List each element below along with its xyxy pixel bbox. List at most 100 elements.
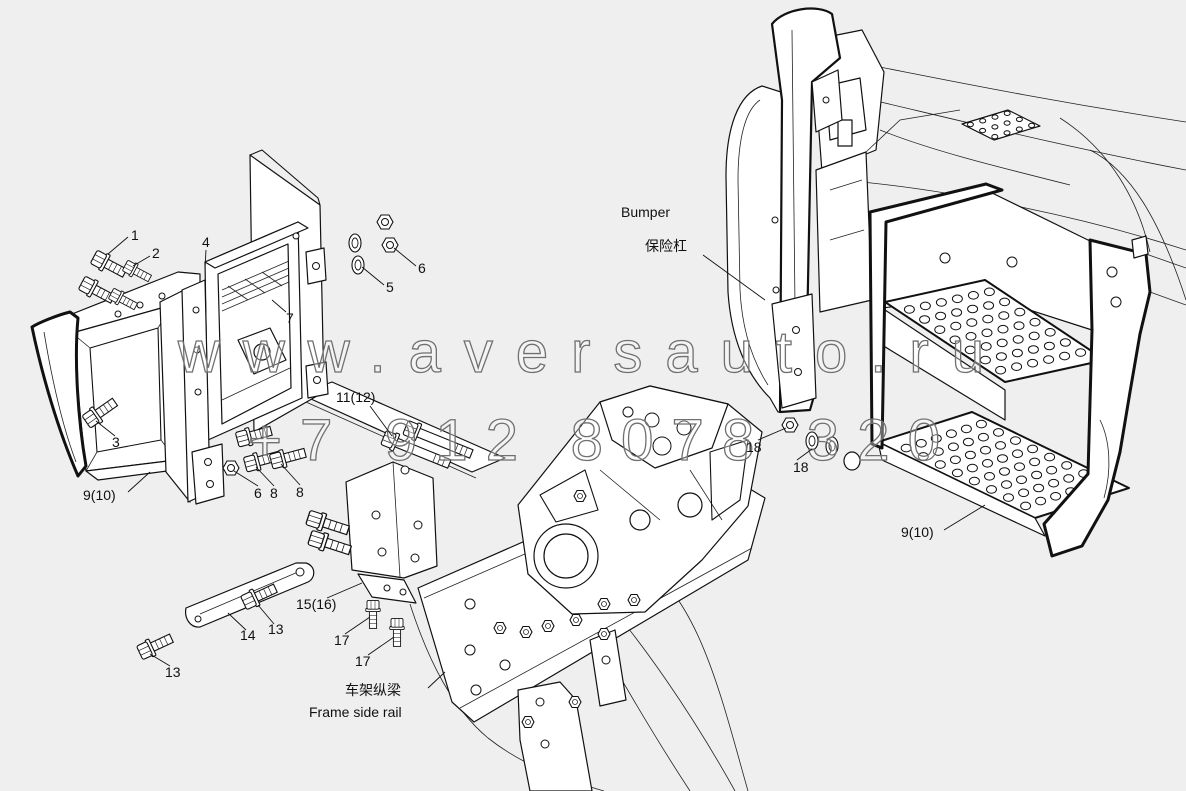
perforation-hole <box>919 315 931 324</box>
perforation-hole <box>903 305 915 314</box>
perforation-hole <box>950 321 962 331</box>
perforation-hole <box>1012 449 1023 459</box>
perforation-hole <box>951 294 963 304</box>
perforation-hole <box>1003 493 1014 502</box>
frame-rail-label-cn: 车架纵梁 <box>345 682 401 698</box>
tread-holes <box>900 287 1107 511</box>
perforation-hole <box>1031 470 1043 480</box>
perforation-hole <box>1015 116 1023 123</box>
perforation-hole <box>1003 120 1011 126</box>
perforation-hole <box>949 455 961 465</box>
perforation-hole <box>1048 478 1060 488</box>
callout-5: 5 <box>386 279 394 295</box>
cap <box>843 451 861 471</box>
perforation-hole <box>1059 338 1071 347</box>
perforation-hole <box>965 332 977 341</box>
perforation-hole <box>1012 335 1024 344</box>
perforation-hole <box>997 454 1008 463</box>
perforation-hole <box>979 355 991 365</box>
perforation-hole <box>1028 122 1036 129</box>
washer <box>348 233 362 253</box>
perforation-hole <box>915 439 927 448</box>
perforation-hole <box>1011 362 1023 372</box>
perforation-hole <box>1027 444 1039 454</box>
callout-4: 4 <box>202 234 210 250</box>
bumper-lower-bracket <box>771 293 817 409</box>
perforation-hole <box>1027 358 1039 368</box>
perforation-hole <box>1003 110 1011 117</box>
perforation-hole <box>947 442 959 452</box>
perforation-hole <box>981 328 993 338</box>
perforation-hole <box>998 311 1010 320</box>
perforation-hole <box>945 429 957 439</box>
perforation-hole <box>1043 341 1055 351</box>
frame-bolt-head <box>568 695 582 709</box>
callout-1: 1 <box>131 227 139 243</box>
perforation-hole <box>934 325 946 335</box>
left-bracket-strut <box>181 279 225 505</box>
callout-9-10-right: 9(10) <box>901 524 934 540</box>
right-step-front-frame <box>868 182 1004 450</box>
callout-18-a: 18 <box>746 439 762 455</box>
perforation-hole <box>986 485 997 494</box>
bumper-label-cn: 保险杠 <box>645 238 687 254</box>
perforation-hole <box>982 314 994 324</box>
left-step-side-flange <box>159 289 191 503</box>
frame-rail-label: Frame side rail <box>309 704 402 720</box>
perforation-hole <box>999 297 1011 307</box>
plate-holes <box>966 110 1036 140</box>
frame-bolt-head <box>597 627 611 641</box>
perforation-hole <box>919 301 931 311</box>
perforation-hole <box>975 419 987 429</box>
frame-side-rail <box>409 385 766 791</box>
perforation-hole <box>966 318 978 327</box>
perforation-hole <box>999 467 1010 476</box>
perforation-hole <box>967 304 979 314</box>
leader-lines <box>95 236 986 689</box>
perforation-hole <box>991 134 999 140</box>
perforation-hole <box>1043 355 1055 364</box>
frame-bolt-head <box>573 489 587 503</box>
left-hanger-bracket <box>204 149 329 441</box>
callout-3: 3 <box>112 434 120 450</box>
perforation-hole <box>1033 483 1045 493</box>
perforation-hole <box>1050 492 1062 501</box>
perforation-hole <box>995 352 1007 361</box>
perforation-hole <box>991 124 999 130</box>
perforation-hole <box>984 472 995 481</box>
fasteners <box>77 214 861 662</box>
perforation-hole <box>980 342 992 351</box>
perforation-hole <box>962 437 974 447</box>
perforation-hole <box>930 434 942 443</box>
callout-17-b: 17 <box>355 653 371 669</box>
perforation-hole <box>1044 452 1056 462</box>
callout-6-nut: 6 <box>418 260 426 276</box>
callout-11-12: 11(12) <box>336 389 375 405</box>
callout-7: 7 <box>286 310 294 326</box>
perforation-hole <box>991 114 999 120</box>
perforation-hole <box>1029 317 1041 327</box>
perforation-hole <box>1059 351 1071 361</box>
perforation-hole <box>1063 474 1075 483</box>
frame-bolt-head <box>627 593 641 607</box>
perforation-hole <box>1061 461 1073 470</box>
left-step-assembly <box>30 271 201 503</box>
callout-14: 14 <box>240 627 256 643</box>
perforation-hole <box>995 441 1006 450</box>
perforation-hole <box>1001 480 1012 489</box>
right-step-assembly <box>868 182 1186 558</box>
callout-17-a: 17 <box>334 632 350 648</box>
perforation-hole <box>951 468 963 478</box>
perforation-hole <box>917 452 929 461</box>
perforation-hole <box>1028 331 1040 341</box>
perforation-hole <box>1010 436 1021 445</box>
callout-6-bolt: 6 <box>254 485 262 501</box>
perforation-hole <box>966 121 974 128</box>
perforation-hole <box>964 345 976 355</box>
perforation-hole <box>935 298 947 307</box>
perforation-hole <box>997 324 1009 334</box>
left-step-side-panel <box>30 310 88 478</box>
perforation-hole <box>1011 348 1023 358</box>
perforation-hole <box>1044 328 1056 337</box>
